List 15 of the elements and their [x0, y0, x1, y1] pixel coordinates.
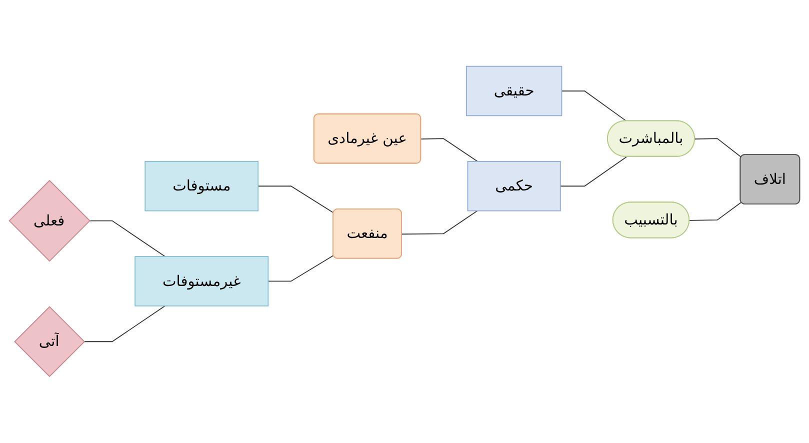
connector: [88, 220, 166, 258]
node-box: حکمی: [467, 161, 561, 212]
node-box: حقیقی: [466, 66, 562, 116]
node-box: مستوفات: [144, 161, 259, 212]
connector: [561, 90, 627, 122]
connector: [694, 138, 742, 158]
connector: [268, 255, 334, 282]
connector: [258, 186, 334, 214]
connector: [420, 138, 478, 162]
connector: [84, 306, 166, 342]
connector: [560, 156, 627, 187]
connector: [689, 202, 742, 221]
node-box: غیرمستوفات: [134, 256, 269, 306]
node-diamond: فعلی: [8, 180, 90, 262]
connector: [402, 210, 478, 235]
